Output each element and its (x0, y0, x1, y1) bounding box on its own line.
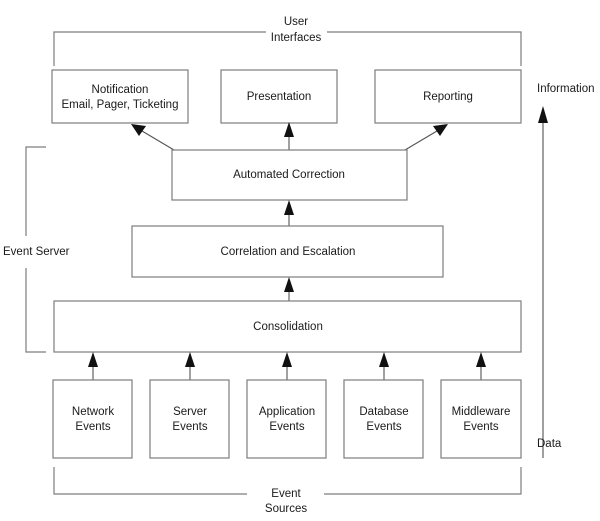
event-sources-label-line1: Event (271, 488, 301, 500)
application-events-box-rect[interactable] (246, 379, 327, 459)
arrowhead-application-events (282, 352, 292, 367)
arrowhead-reporting (433, 124, 448, 136)
middleware-events-label-line1: Middleware (452, 406, 511, 418)
reporting-box-rect[interactable] (374, 69, 522, 124)
event-sources-bracket: Event Sources (53, 467, 522, 515)
application-events-label-line2: Events (269, 421, 304, 433)
ui-box-presentation[interactable]: Presentation (220, 69, 338, 124)
event-sources-label-line2: Sources (265, 503, 307, 515)
network-events-box-rect[interactable] (52, 379, 133, 459)
arrowhead-middleware-events (476, 352, 486, 367)
arrowhead-correlation-escalation (284, 277, 294, 292)
arrow-correction-to-reporting (404, 124, 448, 151)
arrow-middleware-to-consolidation (476, 352, 486, 380)
event-server-bracket-bottom (25, 268, 46, 353)
arrow-correction-to-notification (131, 124, 175, 151)
user-interfaces-bracket: User Interfaces (53, 16, 522, 66)
source-box-middleware-events[interactable]: Middleware Events (440, 379, 522, 459)
presentation-label-line1: Presentation (247, 91, 312, 103)
ui-box-notification[interactable]: Notification Email, Pager, Ticketing (51, 69, 189, 124)
arrow-correlation-to-correction (284, 200, 294, 226)
user-interfaces-label-line1: User (284, 16, 308, 28)
presentation-box-rect[interactable] (220, 69, 338, 124)
application-events-label-line1: Application (259, 406, 315, 418)
arrow-server-to-consolidation (185, 352, 195, 380)
server-events-label-line1: Server (173, 406, 207, 418)
source-box-network-events[interactable]: Network Events (52, 379, 133, 459)
database-events-label-line2: Events (366, 421, 401, 433)
arrowhead-database-events (379, 352, 389, 367)
arrow-application-to-consolidation (282, 352, 292, 380)
arrow-consolidation-to-correlation (284, 277, 294, 301)
user-interfaces-bracket-right (327, 31, 522, 66)
notification-label-line2: Email, Pager, Ticketing (62, 99, 179, 111)
middleware-events-box-rect[interactable] (440, 379, 522, 459)
consolidation-label: Consolidation (253, 321, 323, 333)
event-server-label: Event Server (3, 246, 70, 258)
arrow-network-to-consolidation (88, 352, 98, 380)
information-label: Information (537, 83, 595, 95)
ui-box-reporting[interactable]: Reporting (374, 69, 522, 124)
automated-correction-box-rect[interactable] (171, 149, 408, 201)
server-box-automated-correction[interactable]: Automated Correction (171, 149, 408, 201)
source-box-server-events[interactable]: Server Events (149, 379, 230, 459)
arrow-database-to-consolidation (379, 352, 389, 380)
database-events-label-line1: Database (359, 406, 408, 418)
arrowhead-server-events (185, 352, 195, 367)
consolidation-box-rect[interactable] (53, 300, 522, 353)
arrow-correction-to-presentation (284, 122, 294, 150)
event-server-bracket: Event Server (3, 146, 70, 353)
database-events-box-rect[interactable] (343, 379, 424, 459)
server-events-box-rect[interactable] (149, 379, 230, 459)
correlation-escalation-box-rect[interactable] (131, 225, 444, 278)
notification-box-rect[interactable] (51, 69, 189, 124)
event-sources-bracket-right (324, 467, 522, 495)
server-box-consolidation[interactable]: Consolidation (53, 300, 522, 353)
event-server-bracket-top (25, 146, 46, 236)
user-interfaces-bracket-left (53, 31, 266, 66)
arrowhead-automated-correction (284, 200, 294, 215)
server-events-label-line2: Events (172, 421, 207, 433)
arrowhead-presentation (284, 122, 294, 137)
server-box-correlation-escalation[interactable]: Correlation and Escalation (131, 225, 444, 278)
arrowhead-network-events (88, 352, 98, 367)
source-box-database-events[interactable]: Database Events (343, 379, 424, 459)
network-events-label-line1: Network (72, 406, 114, 418)
network-events-label-line2: Events (75, 421, 110, 433)
automated-correction-label: Automated Correction (233, 169, 345, 181)
middleware-events-label-line2: Events (463, 421, 498, 433)
correlation-escalation-label: Correlation and Escalation (221, 246, 356, 258)
arrowhead-information (538, 106, 548, 123)
notification-label-line1: Notification (92, 84, 149, 96)
data-label: Data (537, 438, 562, 450)
event-sources-bracket-left (53, 467, 247, 495)
user-interfaces-label-line2: Interfaces (271, 32, 322, 44)
reporting-label-line1: Reporting (423, 91, 473, 103)
arrowhead-notification (131, 124, 146, 136)
information-data-axis: Information Data (537, 83, 595, 458)
source-box-application-events[interactable]: Application Events (246, 379, 327, 459)
